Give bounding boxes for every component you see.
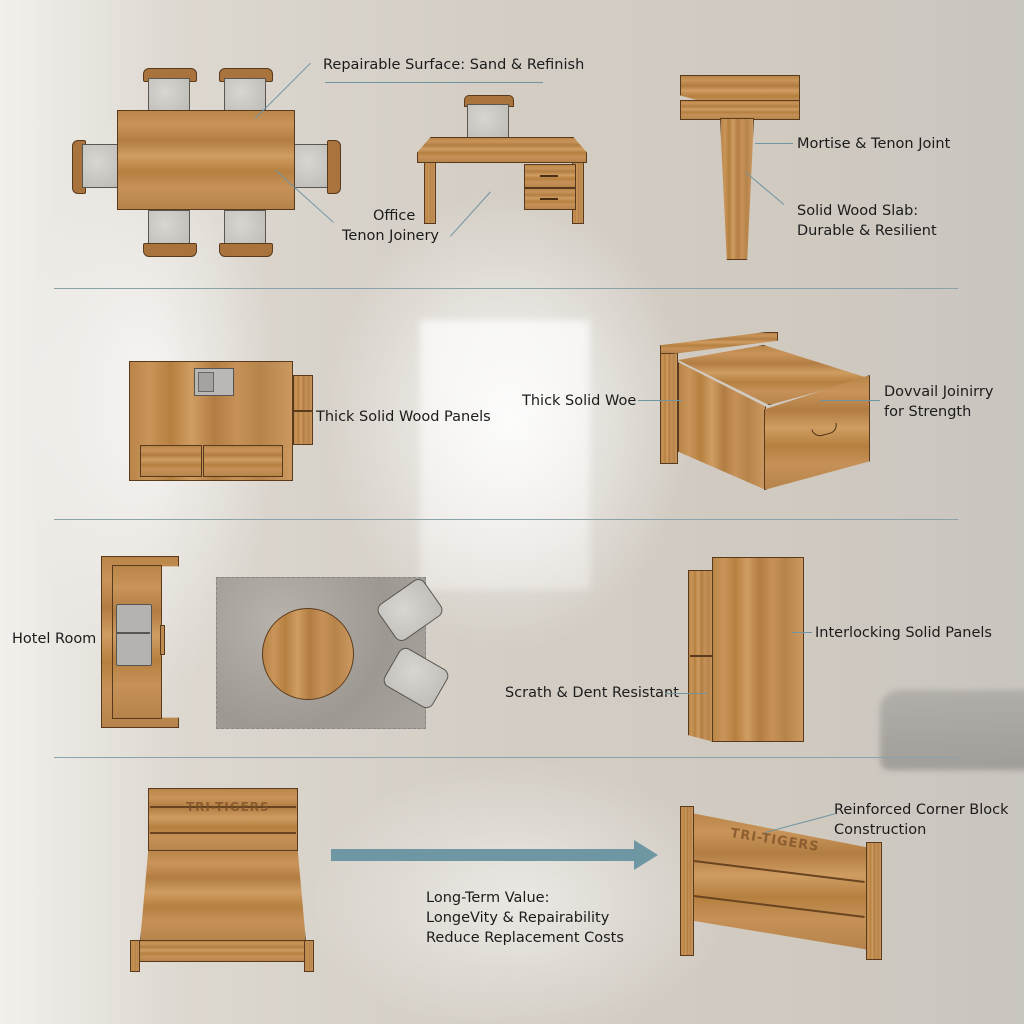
label-for-strength: for Strength — [884, 404, 972, 420]
label-long-term-value: Long-Term Value: — [426, 890, 550, 906]
row-divider-1 — [54, 288, 958, 289]
row-divider-2 — [54, 519, 958, 520]
label-dovetail-joinery: Dovvail Joinirry — [884, 384, 994, 400]
leader-line-dovetail — [820, 400, 880, 401]
label-reduce-replacement-costs: Reduce Replacement Costs — [426, 930, 624, 946]
label-mortise-tenon: Mortise & Tenon Joint — [797, 136, 951, 152]
leader-line-interlocking — [792, 632, 812, 633]
label-construction: Construction — [834, 822, 927, 838]
label-tenon-joinery: Tenon Joinery — [342, 228, 440, 244]
label-reinforced-corner-block: Reinforced Corner Block — [834, 802, 1009, 818]
background-sofa — [880, 690, 1024, 770]
label-durable-resilient: Durable & Resilient — [797, 223, 937, 239]
label-underline — [325, 82, 543, 83]
label-office: Office — [373, 208, 416, 224]
label-solid-wood-slab: Solid Wood Slab: — [797, 203, 919, 219]
label-scratch-dent-resistant: Scrath & Dent Resistant — [505, 685, 679, 701]
row-divider-3 — [54, 757, 958, 758]
background-window-glow — [420, 320, 590, 590]
label-hotel-room: Hotel Room — [12, 631, 97, 647]
leader-line-mortise — [755, 143, 793, 144]
label-longevity-repairability: LongeVity & Repairability — [426, 910, 610, 926]
leader-line-scratch — [665, 693, 707, 694]
brand-engraving-bed: TRI-TIGERS — [186, 800, 270, 814]
label-interlocking-panels: Interlocking Solid Panels — [815, 625, 992, 641]
label-thick-solid-woe: Thick Solid Woe — [522, 393, 637, 409]
label-repairable-surface: Repairable Surface: Sand & Refinish — [323, 57, 585, 73]
label-thick-solid-wood-panels: Thick Solid Wood Panels — [316, 409, 491, 425]
leader-line-woe — [638, 400, 682, 401]
